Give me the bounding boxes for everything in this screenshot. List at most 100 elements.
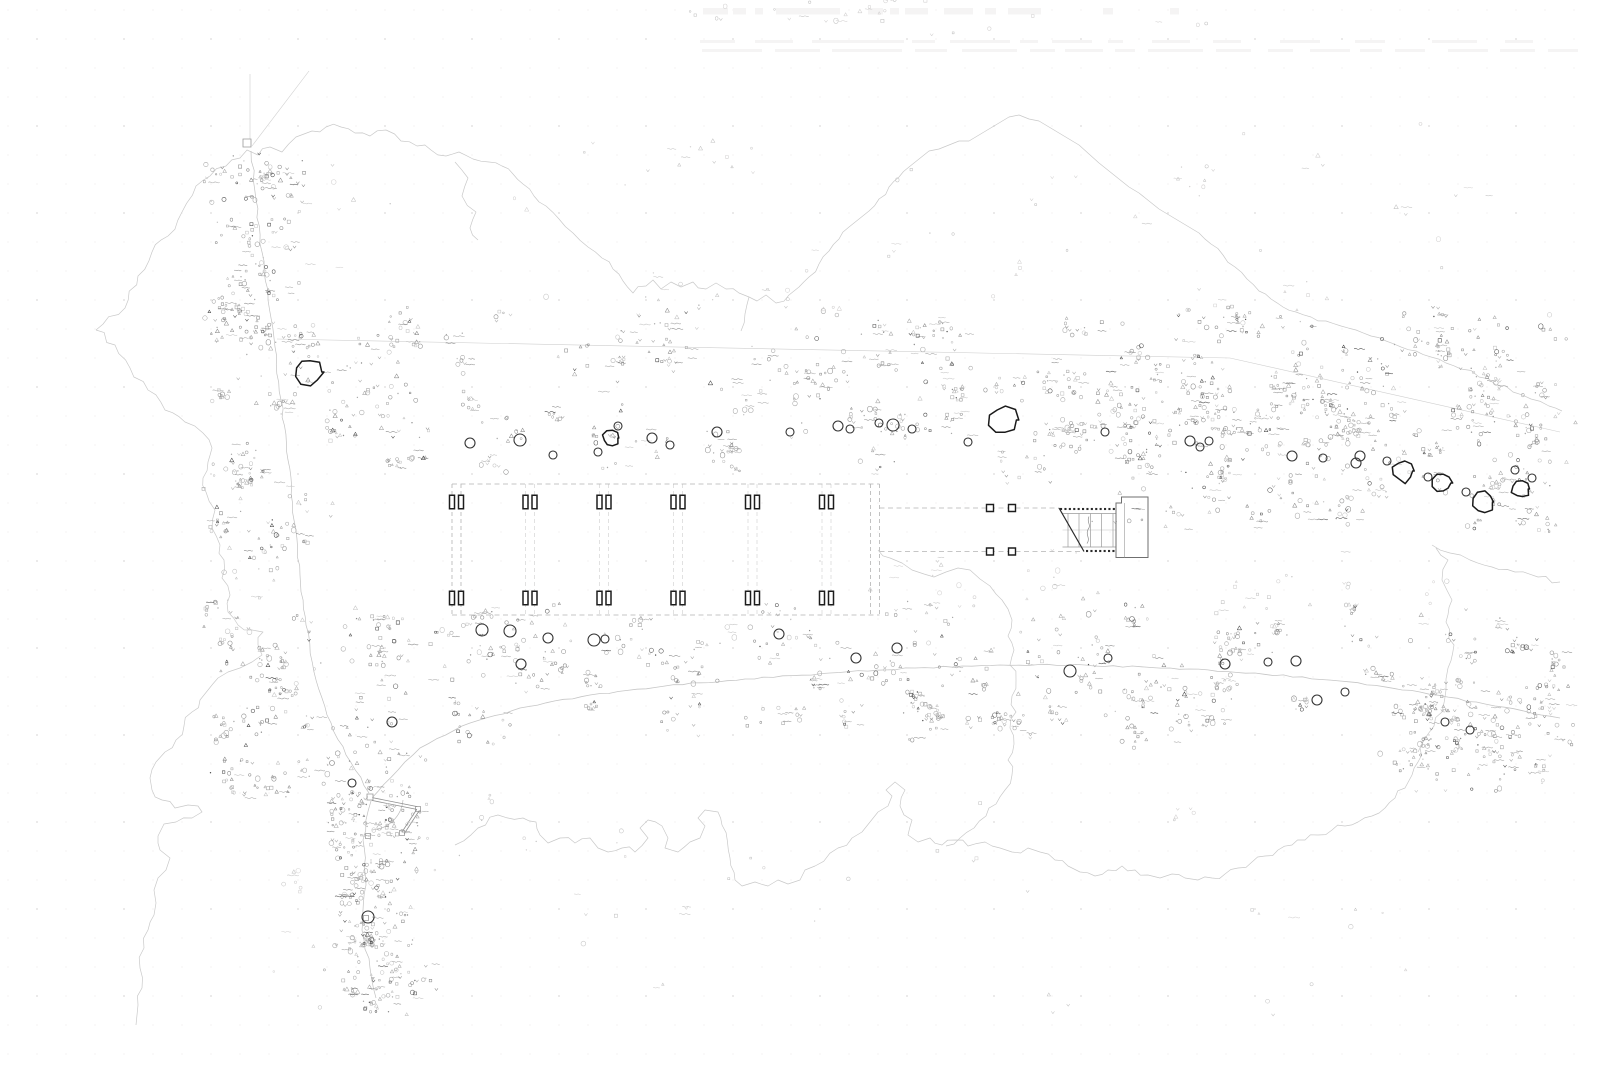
tree-circle — [846, 425, 854, 433]
ghost-bar — [702, 49, 762, 52]
ghost-bar — [915, 49, 947, 52]
vegetation-glyphs — [206, 153, 1554, 1013]
ghost-bar — [1310, 49, 1350, 52]
tree-circles — [348, 419, 1536, 923]
tree-circle — [1064, 665, 1076, 677]
survey-line — [1230, 358, 1560, 432]
contour-line — [1432, 545, 1560, 583]
tree-circle — [614, 422, 622, 430]
stair-edge-dot — [1103, 549, 1106, 553]
vegetation-scatter — [202, 0, 1577, 1016]
ghost-bar — [1355, 40, 1385, 43]
tree-circle — [1312, 695, 1322, 705]
ghost-bar — [775, 49, 820, 52]
tree-circle — [666, 441, 674, 449]
ghost-bar — [962, 49, 1017, 52]
tree-circle — [1220, 659, 1230, 669]
tree-circle — [851, 653, 861, 663]
stair-edge-dot — [1108, 507, 1111, 511]
vegetation-dots — [232, 155, 1551, 1013]
column — [671, 591, 676, 605]
ghost-bar — [1432, 40, 1477, 43]
column — [450, 495, 455, 509]
vegetation-dots — [216, 160, 1559, 980]
tree-circle — [1185, 436, 1195, 446]
ghost-bar — [1213, 40, 1241, 43]
ghost-bar — [1216, 49, 1251, 52]
column — [820, 591, 825, 605]
tree-circle — [348, 779, 356, 787]
ghost-bar — [700, 40, 735, 43]
vegetation-dots — [209, 235, 1537, 1003]
contour-line — [96, 115, 1562, 411]
ghost-bar — [1505, 40, 1533, 43]
fence-post — [243, 139, 251, 147]
stair-break-line — [1087, 517, 1089, 544]
ghost-bar — [1268, 49, 1293, 52]
gate-bar — [402, 809, 419, 834]
column — [755, 591, 760, 605]
vegetation-glyphs — [202, 162, 1577, 1013]
grid-accent-dots — [37, 39, 1516, 996]
footpath-line — [371, 664, 1560, 799]
ghost-bar — [950, 40, 1010, 43]
top-edge-ghost-marks — [700, 8, 1578, 52]
tree-circle — [1287, 451, 1297, 461]
stair-edge-dot — [1086, 549, 1089, 553]
column — [459, 591, 464, 605]
tree-circle — [964, 438, 972, 446]
fence-post — [364, 916, 369, 921]
tree-circle — [465, 438, 475, 448]
stair-edge-dot — [1090, 507, 1093, 511]
ghost-bar — [1008, 8, 1041, 15]
stair-edge-dot — [1060, 507, 1063, 511]
column — [523, 495, 528, 509]
tree-circle — [476, 624, 488, 636]
column — [829, 495, 834, 509]
tree-circle — [1101, 428, 1109, 436]
vegetation-dots — [216, 180, 1555, 1003]
terrain-contours — [96, 115, 1562, 1025]
tree-circle — [786, 428, 794, 436]
stair-cut-diagonal — [1059, 508, 1084, 552]
feature-tree-blob — [1432, 474, 1453, 491]
tree-circle — [1196, 443, 1204, 451]
tree-circle — [1466, 726, 1474, 734]
walkway-post — [1009, 548, 1016, 555]
tree-circle — [908, 425, 916, 433]
stair-edge-dot — [1082, 507, 1085, 511]
ghost-bar — [1170, 8, 1179, 15]
contour-line — [96, 330, 263, 1025]
ghost-bar — [905, 8, 928, 15]
column — [671, 495, 676, 509]
feature-tree-blob — [603, 430, 619, 446]
tree-circle — [1424, 473, 1432, 481]
ghost-bar — [832, 49, 902, 52]
stair-edge-dot — [1064, 507, 1067, 511]
column — [532, 591, 537, 605]
ghost-bar — [755, 8, 763, 15]
ghost-bar — [776, 8, 840, 15]
ghost-bar — [1448, 49, 1488, 52]
tree-circle — [1511, 466, 1519, 474]
contour-line — [878, 550, 1016, 846]
tree-circle — [514, 434, 526, 446]
tree-circle — [588, 634, 600, 646]
tree-circle — [647, 433, 657, 443]
stair — [1059, 497, 1148, 558]
tree-circle — [1104, 654, 1112, 662]
tree-circle — [1319, 454, 1327, 462]
tree-circle — [774, 629, 784, 639]
walkway-post — [987, 548, 994, 555]
stair-edge-dot — [1077, 507, 1080, 511]
tree-circle — [549, 451, 557, 459]
walkway-post — [987, 505, 994, 512]
ghost-bar — [1065, 49, 1103, 52]
feature-tree-blob — [1473, 491, 1494, 513]
tree-circle — [516, 659, 526, 669]
survey-lines — [250, 71, 1560, 432]
column — [820, 495, 825, 509]
tree-circle — [601, 635, 609, 643]
tree-circle — [1528, 474, 1536, 482]
